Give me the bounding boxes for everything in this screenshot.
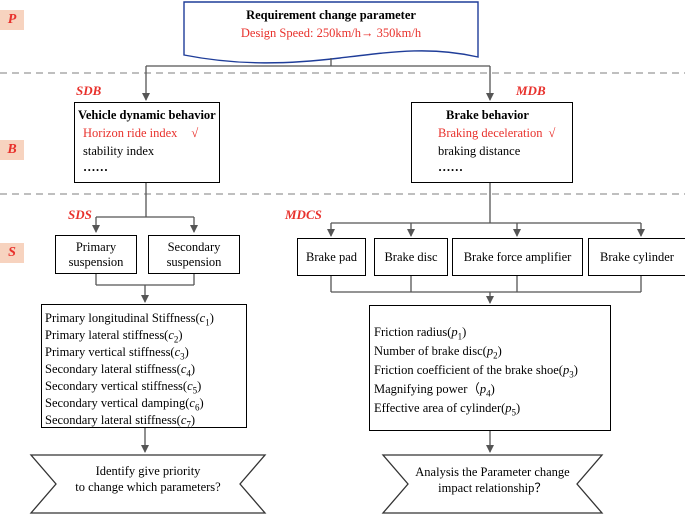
tag-mdcs: MDCS <box>285 207 322 222</box>
label-s: S <box>0 243 24 263</box>
suspension-param-1: Primary lateral stiffness(c2) <box>45 328 183 345</box>
suspension-param-0: Primary longitudinal Stiffness(c1) <box>45 311 214 328</box>
decision-left-line-1: to change which parameters? <box>75 480 221 494</box>
secondary-suspension-box: Secondary suspension <box>148 235 240 274</box>
vehicle-behavior-box: Vehicle dynamic behavior Horizon ride in… <box>74 102 220 183</box>
brake-params-box: Friction radius(p1) Number of brake disc(… <box>369 305 611 431</box>
label-b: B <box>0 140 24 160</box>
decision-right-line-1: impact relationship？ <box>438 481 547 495</box>
brake-behavior-box: Brake behavior Braking deceleration√ bra… <box>411 102 573 183</box>
check-mark-icon: √ <box>191 126 199 140</box>
tag-sdb: SDB <box>76 83 102 98</box>
brake-param-0: Friction radius(p1) <box>374 325 467 342</box>
vehicle-behavior-item-1: stability index <box>83 144 155 158</box>
decision-right-shape <box>381 454 604 514</box>
secondary-suspension-line-0: Secondary <box>167 239 221 254</box>
brake-param-3: Magnifying power（p4) <box>374 382 495 399</box>
primary-suspension-line-1: suspension <box>68 254 124 269</box>
brake-pad-box: Brake pad <box>297 238 366 276</box>
tag-sds: SDS <box>68 207 92 222</box>
primary-suspension-line-0: Primary <box>75 239 117 254</box>
check-mark-icon: √ <box>548 126 556 140</box>
requirement-shape <box>183 1 479 64</box>
brake-disc-box: Brake disc <box>374 238 448 276</box>
brake-force-amplifier-box: Brake force amplifier <box>452 238 583 276</box>
brake-behavior-item-0: Braking deceleration√ <box>438 126 556 140</box>
brake-behavior-title: Brake behavior <box>446 108 529 122</box>
requirement-title: Requirement change parameter <box>246 8 416 22</box>
suspension-param-3: Secondary lateral stiffness(c4) <box>45 362 196 379</box>
suspension-param-2: Primary vertical stiffness(c3) <box>45 345 189 362</box>
secondary-suspension-line-1: suspension <box>166 254 222 269</box>
suspension-param-4: Secondary vertical stiffness(c5) <box>45 379 202 396</box>
brake-param-1: Number of brake disc(p2) <box>374 344 502 361</box>
brake-behavior-item-2: …… <box>438 160 463 174</box>
suspension-params-box: Primary longitudinal Stiffness(c1)Primar… <box>41 304 247 430</box>
brake-cylinder-box: Brake cylinder <box>588 238 685 276</box>
requirement-value: Design Speed: 250km/h→ 350km/h <box>240 26 422 40</box>
decision-right-line-0: Analysis the Parameter change <box>415 465 570 479</box>
brake-param-2: Friction coefficient of the brake shoe(p… <box>374 363 578 380</box>
vehicle-behavior-title: Vehicle dynamic behavior <box>78 108 216 122</box>
primary-suspension-box: Primary suspension <box>55 235 137 274</box>
vehicle-behavior-item-2: …… <box>83 160 108 174</box>
label-p: P <box>0 10 24 30</box>
brake-behavior-item-1: braking distance <box>438 144 521 158</box>
suspension-param-6: Secondary lateral stiffness(c7) <box>45 413 196 430</box>
tag-mdb: MDB <box>516 83 546 98</box>
brake-param-4: Effective area of cylinder(p5) <box>374 401 521 418</box>
decision-left-line-0: Identify give priority <box>95 464 201 478</box>
suspension-param-5: Secondary vertical damping(c6) <box>45 396 204 413</box>
decision-left-shape <box>29 454 267 514</box>
vehicle-behavior-item-0: Horizon ride index√ <box>83 126 199 140</box>
